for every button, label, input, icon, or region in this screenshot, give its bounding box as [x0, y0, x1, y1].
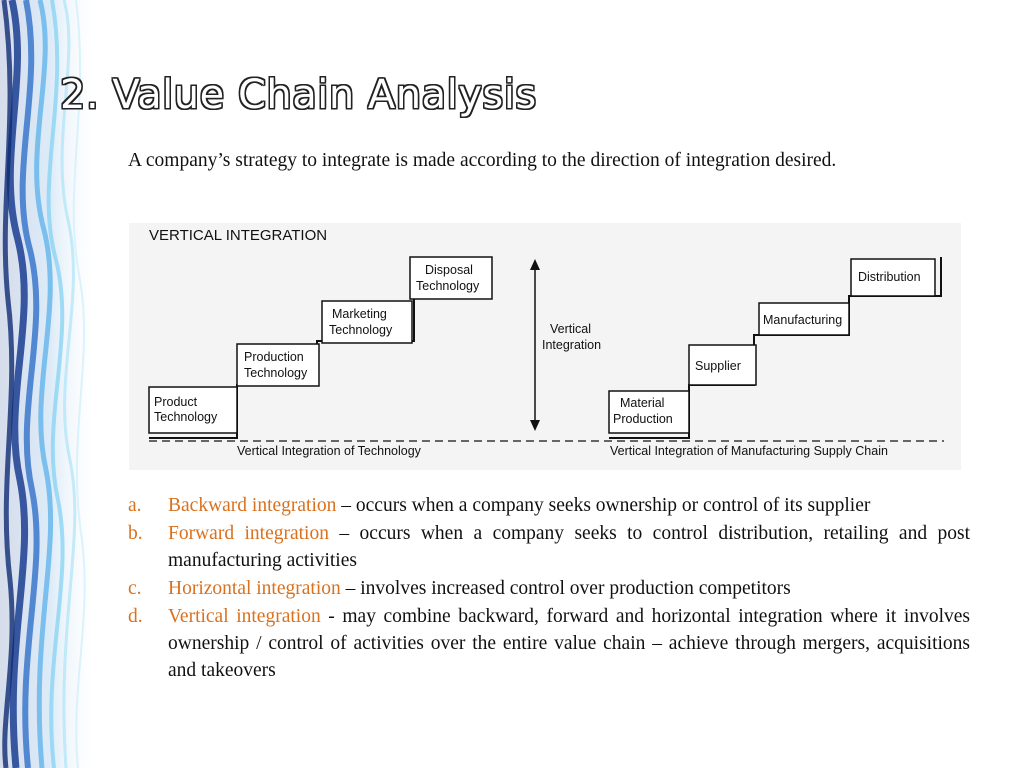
manufacturing-label: Manufacturing [763, 313, 842, 327]
intro-paragraph: A company’s strategy to integrate is mad… [128, 150, 837, 171]
material-production-label-1: Material [620, 396, 664, 410]
vertical-integration-figure: VERTICAL INTEGRATION Product Technology … [129, 223, 961, 470]
product-technology-label-1: Product [154, 395, 198, 409]
supplier-label: Supplier [695, 359, 741, 373]
arrow-up-icon [530, 259, 540, 270]
desc-horizontal-integration: – involves increased control over produc… [340, 578, 791, 599]
marketing-technology-label-1: Marketing [332, 307, 387, 321]
decorative-ribbon-border [0, 0, 100, 768]
list-item-vertical: d. Vertical integration - may combine bac… [128, 603, 970, 684]
vertical-label-1: Vertical [550, 322, 591, 336]
integration-types-list: a. Backward integration – occurs when a c… [128, 492, 970, 685]
disposal-technology-box [409, 256, 493, 300]
list-item-horizontal: c. Horizontal integration – involves incr… [128, 575, 970, 602]
desc-forward-integration: – occurs when a company seeks to control… [168, 523, 970, 571]
list-item-backward: a. Backward integration – occurs when a c… [128, 492, 970, 519]
distribution-label: Distribution [858, 270, 921, 284]
slide-title: 2. Value Chain Analysis [60, 72, 537, 118]
manufacturing-box [758, 302, 850, 336]
arrow-down-icon [530, 420, 540, 431]
supplier-box [688, 344, 757, 386]
term-vertical-integration: Vertical integration [168, 606, 321, 627]
caption-left: Vertical Integration of Technology [237, 444, 422, 458]
caption-right: Vertical Integration of Manufacturing Su… [610, 444, 888, 458]
material-production-box [608, 390, 690, 434]
marketing-technology-box [321, 300, 413, 344]
term-backward-integration: Backward integration [168, 495, 337, 516]
figure-heading: VERTICAL INTEGRATION [149, 227, 327, 244]
desc-vertical-integration: - may combine backward, forward and hori… [168, 606, 970, 681]
product-technology-label-2: Technology [154, 410, 218, 424]
list-marker: a. [128, 495, 142, 516]
production-technology-label-2: Technology [244, 366, 308, 380]
distribution-box [850, 258, 936, 297]
list-marker: c. [128, 578, 142, 599]
vertical-label-2: Integration [542, 338, 601, 352]
list-item-forward: b. Forward integration – occurs when a co… [128, 520, 970, 574]
marketing-technology-label-2: Technology [329, 323, 393, 337]
product-technology-box [148, 386, 238, 434]
disposal-technology-label-1: Disposal [425, 263, 473, 277]
material-production-label-2: Production [613, 412, 673, 426]
list-marker: d. [128, 606, 143, 627]
list-marker: b. [128, 523, 143, 544]
production-technology-label-1: Production [244, 350, 304, 364]
term-horizontal-integration: Horizontal integration [168, 578, 341, 599]
disposal-technology-label-2: Technology [416, 279, 480, 293]
desc-backward-integration: – occurs when a company seeks ownership … [336, 495, 871, 516]
production-technology-box [236, 343, 320, 387]
term-forward-integration: Forward integration [168, 523, 329, 544]
